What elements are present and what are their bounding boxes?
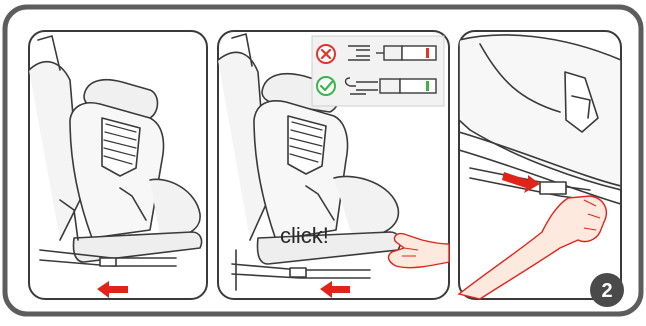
- step-number: 2: [601, 280, 612, 302]
- check-circle-icon: [317, 77, 335, 95]
- click-label: click!: [280, 223, 329, 248]
- panel-2: click!: [218, 31, 449, 299]
- panel-1: [29, 31, 207, 299]
- panel-3: 2: [459, 31, 624, 307]
- red-status-indicator: [426, 48, 429, 58]
- indicator-inset: [312, 36, 444, 106]
- green-status-indicator: [426, 81, 429, 91]
